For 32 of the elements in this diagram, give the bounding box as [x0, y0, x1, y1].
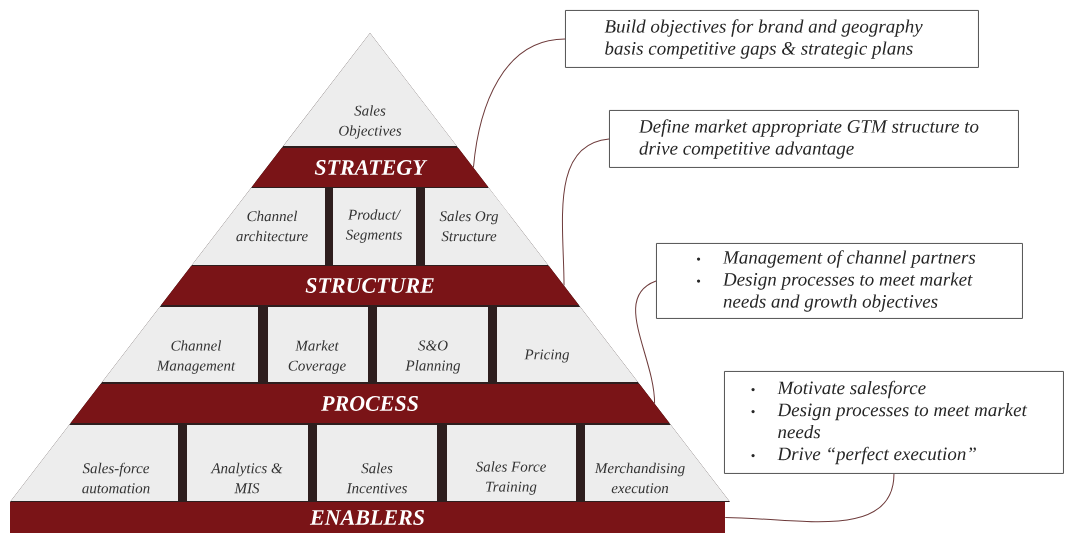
leader-line	[472, 38, 566, 168]
pyramid-cell: Analytics & MIS	[187, 425, 308, 501]
pyramid-cell: Sales Objectives	[283, 33, 457, 146]
pyramid-cell: Market Coverage	[268, 307, 368, 382]
bullet-item: Motivate salesforce	[751, 380, 926, 399]
pyramid-cell: Sales Force Training	[447, 425, 576, 501]
callout-box	[609, 110, 1019, 168]
pyramid-band: PROCESS	[70, 384, 670, 423]
callout-box	[565, 10, 979, 68]
bullet-item: Drive “perfect execution”	[751, 446, 976, 465]
bullet-item: Management of channel partners	[696, 250, 976, 268]
pyramid-cell: Sales Incentives	[317, 425, 437, 501]
pyramid-cell: Channel Management	[102, 307, 258, 382]
pyramid-cell: Channel architecture	[191, 188, 325, 265]
pyramid-band: STRATEGY	[251, 148, 489, 187]
pyramid-band: STRUCTURE	[161, 266, 579, 305]
callout-box	[724, 371, 1064, 474]
pyramid-cell: Product/ Segments	[333, 188, 416, 265]
pyramid-band: ENABLERS	[10, 502, 725, 533]
leader-line	[561, 138, 610, 286]
bullet-item: Design processes to meet market needs and growth objectives	[696, 272, 973, 312]
leader-line	[635, 280, 657, 404]
pyramid-cell: Merchandising execution	[585, 425, 730, 501]
bullet-item: Design processes to meet market needs	[751, 402, 1028, 439]
callout-text: Build objectives for brand and geography basis competitive gaps & strategic plans	[604, 19, 923, 59]
pyramid-cell: Sales-force automation	[10, 425, 178, 501]
pyramid-cell: S&O Planning	[377, 307, 488, 382]
callout-box	[656, 243, 1023, 319]
callout-text: Define market appropriate GTM structure to drive competitive advantage	[638, 119, 979, 159]
leader-line	[724, 473, 895, 523]
pyramid-cell: Pricing	[497, 307, 638, 382]
pyramid-cell: Sales Org Structure	[425, 188, 549, 265]
